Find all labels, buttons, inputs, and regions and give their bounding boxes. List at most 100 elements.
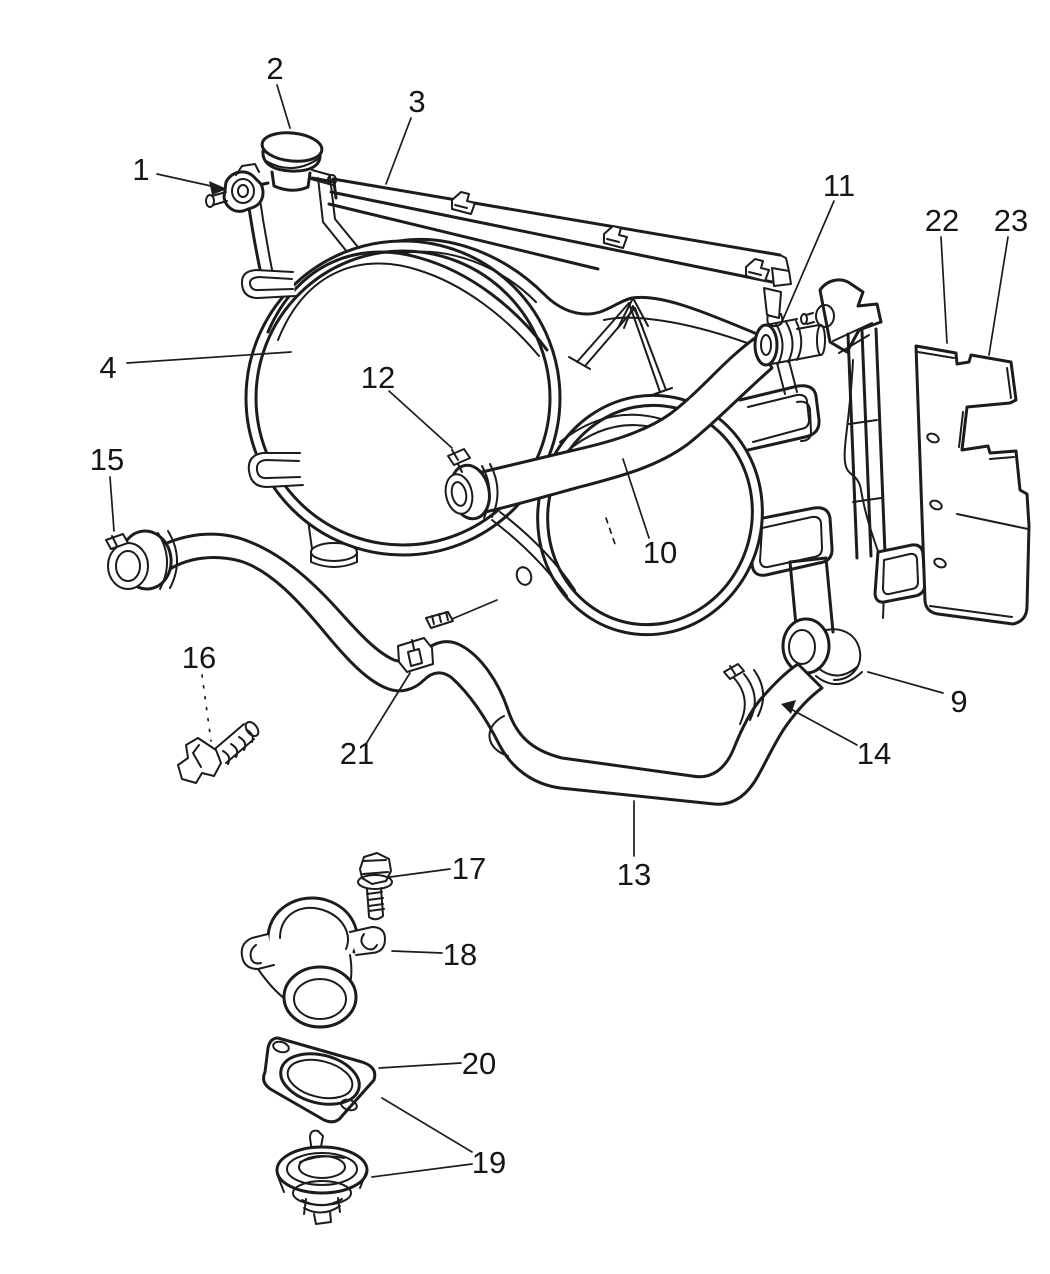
callout-22-label: 22 [925,203,959,238]
hose-opening-inner [450,481,468,507]
baffle-hole [929,499,943,511]
callout-10-leader-dash [605,517,617,548]
thermostat-spring [301,1197,343,1225]
radiator-rail-end [771,254,792,287]
callout-14-leader [786,706,858,746]
shroud-tab-upper-inner [248,276,294,292]
drain-cock-wing [177,737,222,784]
callout-11-label: 11 [823,168,855,203]
callouts: 1 2 3 4 9 10 11 12 [90,51,1028,1180]
radiator-top-rail [327,177,782,284]
drain-valve-fitting [205,163,265,213]
callout-18: 18 [391,937,477,972]
drain-cock-tip [244,720,260,738]
callout-14-label: 14 [857,736,891,771]
rail-clip-icon [603,225,628,249]
bolt-head-facets [362,859,389,875]
rail-clip-icon [745,258,770,282]
callout-19: 19 [371,1097,506,1180]
baffle-outline [914,344,1031,626]
bracket-pin-tip [800,313,808,325]
bracket-inner [882,552,919,596]
drain-cock-stem [215,723,255,765]
callout-16-leader [201,674,212,742]
thermostat-bridge [299,1155,345,1163]
callout-19-leader-a [381,1097,473,1153]
bolt-washer [357,874,393,890]
cap-skirt-line [265,158,319,169]
right-side-member [846,327,887,560]
clamp-ribs [157,530,178,590]
fitting-stem-tip [205,194,215,208]
callout-2-label: 2 [266,51,283,86]
hose-opening [444,473,474,515]
callout-9-leader [867,671,944,694]
hose-opening-inner [115,550,141,582]
baffle-hole [926,432,940,444]
bolt-head [359,852,392,885]
callout-1-label: 1 [132,152,149,187]
inlet-pipe [796,324,821,360]
hose-joint-clamp [425,599,498,629]
callout-14: 14 [781,700,891,771]
clamp-tab-screw [451,449,463,473]
hose-sleeve-line [488,715,509,757]
housing-opening [282,965,358,1029]
thermostat-pin [309,1129,324,1153]
clip-slot [407,639,423,667]
callout-17-label: 17 [452,851,486,886]
joint-clamp-ribs [431,611,449,625]
shroud-top-contour-inner [401,250,751,345]
housing-ear-right [349,926,386,956]
fitting-body [222,170,265,213]
shroud-foot-rim [310,551,358,568]
callout-22-leader [940,236,948,344]
callout-19-leader-b [371,1163,473,1178]
callout-21: 21 [340,672,411,771]
callout-20-leader [378,1062,462,1069]
housing-ear-right-slot [360,933,378,951]
callout-1-arrowhead [209,181,227,195]
callout-20: 20 [378,1046,496,1081]
side-square-bracket [873,543,927,604]
callout-14-arrowhead [781,700,796,714]
callout-4: 4 [99,350,292,385]
gasket [262,1036,377,1124]
mounting-bolt [357,852,393,921]
thermostat-flange-mid [286,1152,358,1186]
clamp-ribs [481,463,499,519]
callout-3-leader [385,117,412,185]
fan-shroud-details [240,237,759,597]
outlet-port-inner [788,629,816,665]
thermostat-body [276,1169,368,1193]
callout-22: 22 [925,203,959,344]
shroud-tab-lower-inner [255,459,301,480]
air-baffle [914,344,1031,626]
drain-cock [177,720,260,784]
fitting-face [231,178,255,204]
gasket-bolt-hole [272,1040,290,1054]
main-fan-ring-inner [254,249,552,547]
callout-12-label: 12 [361,360,395,395]
upper-radiator-hose [444,318,826,521]
callout-16: 16 [182,640,216,742]
bracket-flag [818,278,883,354]
hose-clamp-12 [444,448,499,521]
callout-18-leader [391,950,443,954]
rail-clip-detail [454,204,468,209]
upper-channel-bracket [738,384,821,452]
main-motor-arch-inner [277,262,540,357]
cap-skirt [261,149,322,173]
shroud-web-hole [515,566,533,586]
housing-dome-inner [279,906,349,950]
callout-15-leader [109,476,115,532]
bracket-gusset [832,322,873,354]
fitting-face-inner [237,184,249,198]
clamp-tab [105,533,129,550]
main-motor-arch [266,250,549,352]
callout-20-label: 20 [462,1046,496,1081]
cap-top [260,131,324,163]
bracket-pin [805,312,815,325]
